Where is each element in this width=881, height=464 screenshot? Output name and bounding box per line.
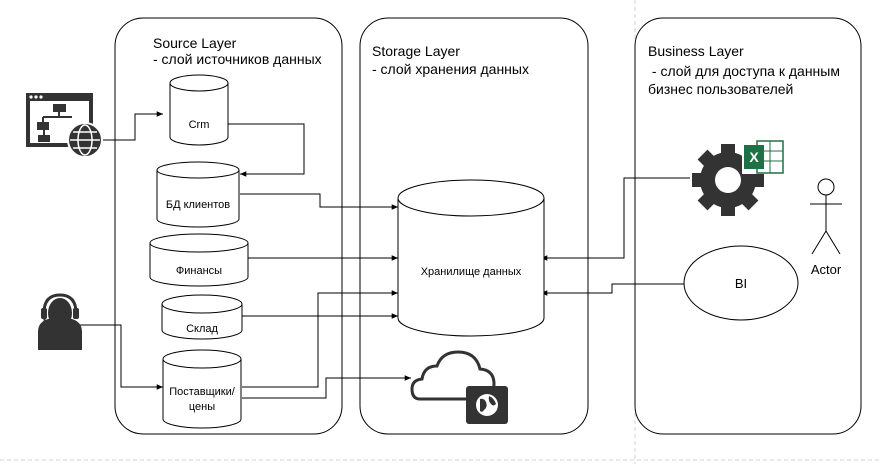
website-sitemap-globe-icon (26, 93, 103, 158)
crm-label: Crm (189, 119, 210, 131)
connector-clients-to-dwh (240, 193, 398, 210)
clients-database[interactable]: БД клиентов (156, 161, 240, 228)
business-lane-subtitle: - слой для доступа к данным (648, 63, 840, 79)
connector-web-to-crm (100, 111, 163, 141)
warehouse-label: Склад (186, 323, 218, 335)
source-lane-title: Source Layer (153, 35, 237, 51)
bi-node[interactable]: BI (683, 245, 799, 321)
connectors (80, 111, 690, 399)
actor-label: Actor (811, 262, 842, 277)
business-lane-subtitle-line2: бизнес пользователей (648, 81, 793, 97)
suppliers-label-line1: Поставщики/ (169, 386, 236, 398)
connector-bi-to-dwh (541, 283, 684, 296)
source-lane-subtitle: - слой источников данных (153, 51, 322, 67)
business-lane: Business Layer - слой для доступа к данн… (634, 17, 862, 435)
stick-figure-actor-icon (810, 178, 842, 255)
connector-suppliers-to-cloud (242, 375, 411, 399)
bi-label: BI (735, 276, 747, 291)
actor[interactable]: Actor (810, 178, 842, 277)
crm-database[interactable]: Crm (169, 74, 229, 146)
data-warehouse-label: Хранилище данных (421, 266, 522, 278)
connector-suppliers-to-dwh (242, 290, 398, 388)
suppliers-label-line2: цены (189, 401, 215, 413)
business-lane-title: Business Layer (648, 43, 744, 59)
connector-operator-to-suppliers (80, 324, 163, 390)
suppliers-database[interactable]: Поставщики/ цены (162, 349, 242, 429)
data-warehouse[interactable]: Хранилище данных (397, 179, 545, 337)
finance-label: Финансы (176, 265, 222, 277)
excel-gear-icon: X (692, 140, 784, 216)
connector-crm-to-clients (228, 123, 305, 177)
connector-excel-to-dwh (541, 177, 690, 261)
storage-lane-title: Storage Layer (372, 43, 460, 59)
warehouse-database[interactable]: Склад (161, 294, 243, 340)
storage-lane-subtitle: - слой хранения данных (372, 61, 529, 77)
cloud-web-service-icon (410, 350, 508, 424)
svg-text:X: X (749, 149, 759, 165)
headset-operator-icon (38, 293, 82, 350)
clients-database-label: БД клиентов (166, 199, 230, 211)
finance-database[interactable]: Финансы (149, 233, 249, 287)
